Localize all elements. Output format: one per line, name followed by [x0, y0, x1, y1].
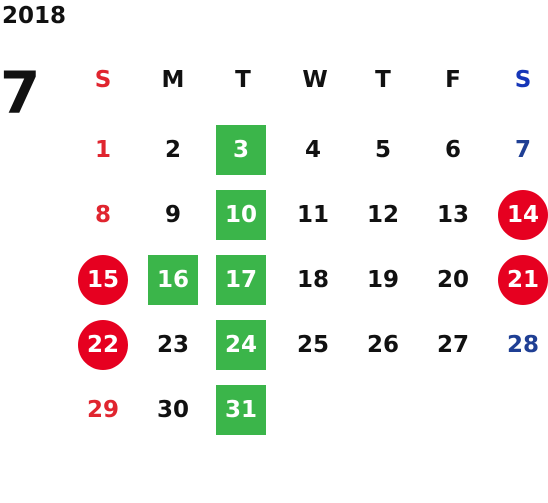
day-cell: 29 [86, 397, 119, 423]
weekday-monday: M [161, 67, 185, 93]
day-cell: 2 [164, 137, 181, 163]
day-cell: 23 [156, 332, 189, 358]
day-cell: 3 [216, 125, 266, 175]
week-row: 15 16 17 18 19 20 21 [68, 255, 548, 305]
day-cell: 4 [304, 137, 321, 163]
empty-cell [288, 385, 338, 435]
weekday-wednesday: W [302, 67, 328, 93]
day-cell: 10 [216, 190, 266, 240]
day-cell: 7 [514, 137, 531, 163]
day-cell: 9 [164, 202, 181, 228]
year-label: 2018 [2, 3, 67, 29]
empty-cell [358, 385, 408, 435]
day-cell: 26 [366, 332, 399, 358]
day-cell: 15 [78, 255, 128, 305]
day-cell: 11 [296, 202, 329, 228]
day-cell: 12 [366, 202, 399, 228]
day-cell: 16 [148, 255, 198, 305]
day-cell: 8 [94, 202, 111, 228]
day-cell: 19 [366, 267, 399, 293]
weekday-saturday: S [514, 67, 532, 93]
weekday-header-row: S M T W T F S [68, 55, 548, 105]
empty-cell [428, 385, 478, 435]
empty-cell [498, 385, 548, 435]
day-cell: 28 [506, 332, 539, 358]
weekday-thursday: T [375, 67, 391, 93]
day-cell: 31 [216, 385, 266, 435]
day-cell: 21 [498, 255, 548, 305]
day-cell: 20 [436, 267, 469, 293]
weekday-friday: F [445, 67, 461, 93]
day-cell: 24 [216, 320, 266, 370]
week-row: 1 2 3 4 5 6 7 [68, 125, 548, 175]
day-cell: 6 [444, 137, 461, 163]
day-cell: 17 [216, 255, 266, 305]
day-cell: 25 [296, 332, 329, 358]
week-row: 29 30 31 [68, 385, 548, 435]
weekday-sunday: S [94, 67, 112, 93]
day-cell: 27 [436, 332, 469, 358]
weekday-tuesday: T [235, 67, 251, 93]
day-cell: 5 [374, 137, 391, 163]
month-label: 7 [0, 59, 41, 127]
week-row: 8 9 10 11 12 13 14 [68, 190, 548, 240]
day-cell: 30 [156, 397, 189, 423]
day-cell: 1 [94, 137, 111, 163]
day-cell: 13 [436, 202, 469, 228]
week-row: 22 23 24 25 26 27 28 [68, 320, 548, 370]
day-cell: 22 [78, 320, 128, 370]
day-cell: 14 [498, 190, 548, 240]
day-cell: 18 [296, 267, 329, 293]
